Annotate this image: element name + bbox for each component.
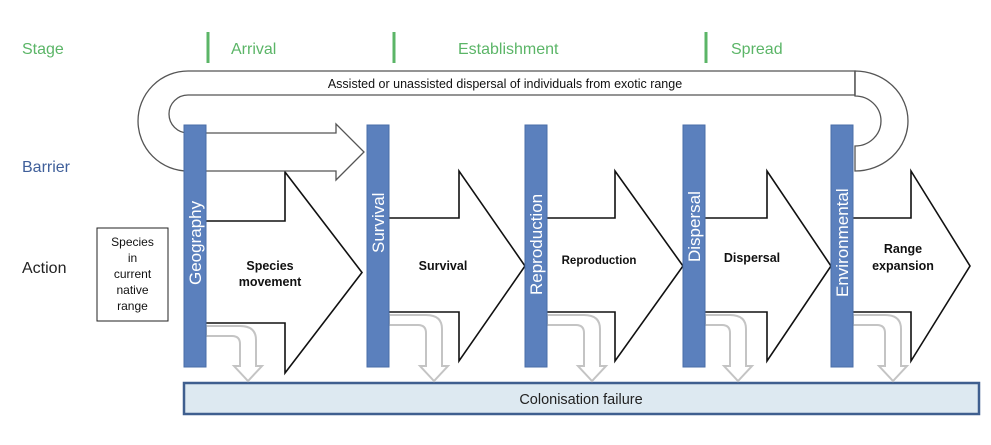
- failure-arrows: [205, 314, 910, 383]
- barrier-environmental: Environmental: [830, 124, 854, 368]
- barrier-geography: Geography: [183, 124, 207, 368]
- barrier-label: Environmental: [833, 188, 852, 297]
- barrier-bar: [830, 124, 854, 368]
- action-arrow: [853, 168, 971, 364]
- stage-arrival-label: Arrival: [231, 41, 276, 58]
- barrier-reproduction: Reproduction: [524, 124, 548, 368]
- stage-establishment-label: Establishment: [458, 41, 559, 58]
- action-arrow: [206, 169, 364, 376]
- barrier-label: Geography: [186, 200, 205, 285]
- failure-arrow: [205, 325, 265, 383]
- action-arrow: [705, 168, 832, 364]
- start-box-line: range: [117, 299, 148, 313]
- barrier-survival: Survival: [366, 124, 390, 368]
- species-native-range-box: Species in current native range: [96, 227, 169, 322]
- failure-arrow: [388, 314, 451, 383]
- barrier-bar: [183, 124, 207, 368]
- barrier-label: Dispersal: [685, 191, 704, 262]
- action-label-species-movement-2: movement: [239, 275, 302, 289]
- barrier-bar: [682, 124, 706, 368]
- barrier-row-label: Barrier: [22, 159, 71, 176]
- stage-row-label: Stage: [22, 41, 64, 58]
- action-arrows: [206, 168, 971, 376]
- loop-arrow-return-curve: [854, 70, 909, 172]
- failure-arrow: [704, 314, 755, 383]
- failure-arrow: [546, 314, 609, 383]
- exotic-dispersal-loop-arrow: Assisted or unassisted dispersal of indi…: [137, 70, 909, 182]
- failure-arrow: [852, 314, 910, 383]
- colonisation-failure-label: Colonisation failure: [519, 392, 642, 408]
- action-label-dispersal: Dispersal: [724, 251, 780, 265]
- barrier-bar: [524, 124, 548, 368]
- loop-arrow-label: Assisted or unassisted dispersal of indi…: [328, 77, 682, 91]
- barrier-label: Survival: [369, 193, 388, 253]
- action-labels: Species movement Survival Reproduction D…: [239, 242, 934, 289]
- stage-spread-label: Spread: [731, 41, 783, 58]
- action-label-survival: Survival: [419, 259, 468, 273]
- colonisation-failure-bar: Colonisation failure: [182, 381, 981, 416]
- barrier-bar: [366, 124, 390, 368]
- action-row-label: Action: [22, 260, 66, 277]
- barrier-dispersal: Dispersal: [682, 124, 706, 368]
- start-box-line: in: [128, 251, 137, 265]
- start-box-line: Species: [111, 235, 154, 249]
- action-label-species-movement-1: Species: [246, 259, 293, 273]
- start-box-line: native: [116, 283, 148, 297]
- action-label-range-expansion-1: Range: [884, 242, 922, 256]
- barrier-label: Reproduction: [527, 194, 546, 295]
- action-label-range-expansion-2: expansion: [872, 259, 934, 273]
- start-box-line: current: [114, 267, 152, 281]
- action-label-reproduction: Reproduction: [562, 255, 637, 267]
